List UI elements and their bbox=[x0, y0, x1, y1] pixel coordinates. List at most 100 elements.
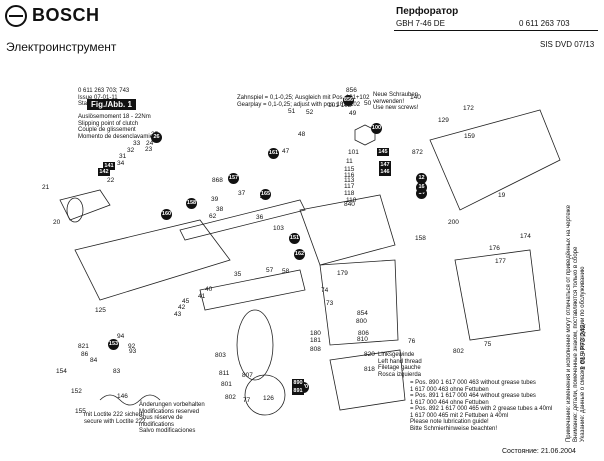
part-callout: 125 bbox=[95, 307, 106, 314]
part-callout: 23 bbox=[145, 146, 153, 153]
figure-label: Fig./Abb. 1 bbox=[87, 99, 136, 110]
note-line: secure with Loctite 222 bbox=[84, 418, 146, 425]
part-callout: 806 bbox=[358, 330, 369, 337]
handle-part bbox=[454, 249, 541, 341]
circled-part-callout: 162 bbox=[294, 249, 305, 260]
part-callout: 20 bbox=[53, 219, 61, 226]
motor-housing-part bbox=[319, 259, 399, 346]
part-callout: 159 bbox=[464, 133, 475, 140]
circled-part-callout: 14 bbox=[416, 188, 427, 199]
part-callout: 801 bbox=[221, 381, 232, 388]
part-callout: 800 bbox=[356, 318, 367, 325]
note-line: = Pos. 892 1 617 000 465 with 2 grease t… bbox=[410, 406, 553, 412]
part-callout: 807 bbox=[242, 372, 253, 379]
note-line: Slipping point of clutch bbox=[78, 120, 139, 127]
loctite-note: mit Loctite 222 sichern secure with Loct… bbox=[84, 412, 145, 425]
gear-housing-part bbox=[299, 194, 396, 266]
circled-part-callout: 856 bbox=[343, 95, 354, 106]
part-callout: 868 bbox=[212, 177, 223, 184]
new-screws-note: Neue Schrauben verwenden! Use new screws… bbox=[373, 92, 418, 112]
circled-part-callout: 160 bbox=[161, 209, 172, 220]
doc-ref-line: 0 611 263 703; 743 bbox=[78, 88, 130, 94]
part-callout: 118 bbox=[344, 190, 355, 197]
part-callout: 116 bbox=[344, 172, 355, 179]
boxed-part-callout: 146 bbox=[379, 168, 391, 176]
note-line: Änderungen vorbehalten bbox=[139, 402, 205, 408]
part-callout: 200 bbox=[448, 219, 459, 226]
note-line: Bitte Schmierhinweise beachten! bbox=[410, 425, 498, 432]
note-line: modifications bbox=[139, 421, 175, 428]
note-line: Sous réserve de bbox=[139, 415, 183, 421]
ring-part bbox=[66, 197, 84, 223]
part-callout: 854 bbox=[357, 310, 368, 317]
part-callout: 126 bbox=[263, 395, 274, 402]
part-callout: 179 bbox=[337, 270, 348, 277]
part-callout: 810 bbox=[357, 336, 368, 343]
chuck-nose-part bbox=[59, 189, 111, 221]
part-callout: 24 bbox=[146, 140, 154, 147]
part-callout: 42 bbox=[178, 304, 186, 311]
part-callout: 101 bbox=[348, 149, 359, 156]
note-line: mit Loctite 222 sichern bbox=[84, 412, 145, 418]
part-callout: 76 bbox=[408, 338, 416, 345]
part-callout: 176 bbox=[489, 245, 500, 252]
part-callout: 38 bbox=[216, 206, 224, 213]
armature-part bbox=[236, 309, 274, 381]
part-callout: 83 bbox=[113, 368, 121, 375]
modifications-note: Änderungen vorbehalten Modifications res… bbox=[139, 402, 205, 435]
part-callout: 62 bbox=[209, 213, 217, 220]
note-line: Linksgewinde bbox=[378, 352, 415, 358]
part-callout: 158 bbox=[415, 235, 426, 242]
part-callout: 808 bbox=[310, 346, 321, 353]
footer-status: Состояние: 21.06.2004 bbox=[502, 448, 576, 455]
cylinder-part bbox=[199, 269, 306, 311]
circled-part-callout: 158 bbox=[186, 198, 197, 209]
circled-part-callout: 161 bbox=[268, 148, 279, 159]
part-callout: 57 bbox=[266, 267, 274, 274]
part-callout: 103 bbox=[273, 225, 284, 232]
part-callout: 77 bbox=[243, 397, 251, 404]
part-number: 0 611 263 703 bbox=[519, 19, 570, 28]
circled-part-callout: 151 bbox=[289, 233, 300, 244]
note-line: Modifications reserved bbox=[139, 408, 200, 415]
part-callout: 86 bbox=[81, 351, 89, 358]
part-callout: 43 bbox=[174, 311, 182, 318]
part-callout: 34 bbox=[117, 160, 125, 167]
part-callout: 803 bbox=[215, 352, 226, 359]
part-callout: 181 bbox=[310, 337, 321, 344]
part-callout: 45 bbox=[182, 298, 190, 305]
part-callout: 52 bbox=[306, 109, 314, 116]
part-callout: 36 bbox=[256, 214, 264, 221]
part-callout: 41 bbox=[198, 293, 206, 300]
part-callout: 821 bbox=[78, 343, 89, 350]
circled-part-callout: 157 bbox=[228, 173, 239, 184]
spindle-part bbox=[179, 199, 306, 241]
part-callout: 49 bbox=[349, 110, 357, 117]
part-callout: 180 bbox=[310, 330, 321, 337]
header-divider bbox=[394, 30, 598, 31]
note-line: 1 617 000 464 ohne Fettuben bbox=[410, 399, 489, 406]
note-line: Auslösemoment 18 - 22Nm bbox=[78, 114, 151, 120]
circled-part-callout: 153 bbox=[108, 339, 119, 350]
part-callout: 19 bbox=[498, 192, 506, 199]
circled-part-callout: 12 bbox=[416, 173, 427, 184]
part-callout: 32 bbox=[127, 147, 135, 154]
note-line: Please note lubrication guide! bbox=[410, 419, 489, 425]
part-callout: 146 bbox=[117, 393, 128, 400]
part-callout: 129 bbox=[438, 117, 449, 124]
part-callout: 21 bbox=[42, 184, 50, 191]
part-callout: 155 bbox=[75, 408, 86, 415]
part-callout: 802 bbox=[453, 348, 464, 355]
part-callout: 58 bbox=[282, 268, 290, 275]
part-callout: 37 bbox=[238, 190, 246, 197]
front-housing-part bbox=[74, 219, 231, 301]
note-line: 1 617 000 465 mit 2 Fettuben à 40ml bbox=[410, 412, 509, 419]
part-callout: 818 bbox=[364, 366, 375, 373]
note-line: Left hand thread bbox=[378, 358, 422, 365]
note-line: 1 617 000 463 ohne Fettuben bbox=[410, 386, 489, 393]
stator-part bbox=[244, 374, 286, 416]
brush-plate-part bbox=[329, 349, 406, 411]
note-line: verwenden! bbox=[373, 98, 405, 105]
part-callout: 22 bbox=[107, 177, 115, 184]
